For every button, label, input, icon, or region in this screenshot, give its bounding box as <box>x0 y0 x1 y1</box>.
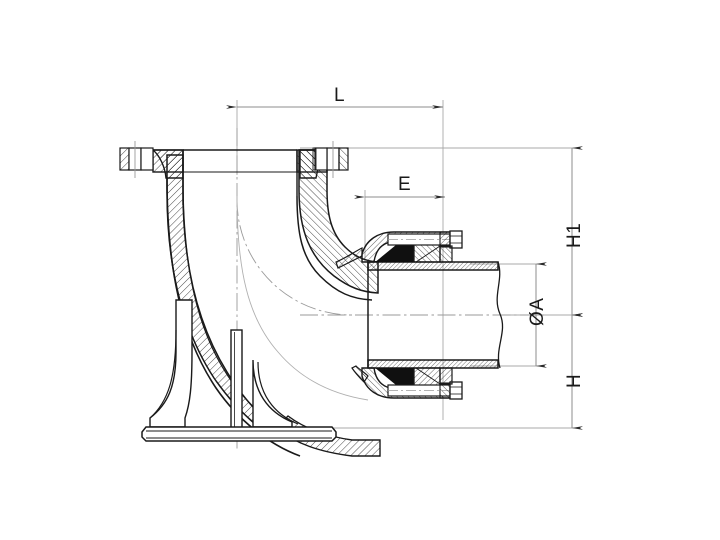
dimension-lines <box>226 105 583 430</box>
upper-bolt-nut <box>439 231 451 248</box>
base-plate <box>141 426 337 442</box>
upper-gland-follower <box>413 243 441 263</box>
horizontal-pipe-lower-wall <box>367 359 499 369</box>
dim-label-E: E <box>398 174 412 195</box>
flange-bolt-centerlines <box>134 141 334 178</box>
horizontal-pipe-upper-wall <box>367 261 499 271</box>
top-flange-right-tab <box>338 147 349 171</box>
support-right-leg <box>252 359 293 428</box>
top-flange-left-tab <box>119 147 130 171</box>
top-flange-right-tab-hatch <box>312 147 317 171</box>
support-right-leg-inner <box>257 361 299 425</box>
top-flange-left-slab <box>152 149 184 173</box>
dim-label-phi-a: ØA <box>527 297 548 326</box>
upper-seal-lip <box>335 247 363 269</box>
support-left-leg <box>149 299 193 428</box>
elbow-throat-contour <box>296 195 373 301</box>
pipe-break-line <box>496 261 504 369</box>
dim-label-h: H <box>564 373 585 388</box>
top-flange-right-bolt-hole <box>314 147 328 171</box>
dim-label-L: L <box>334 85 346 106</box>
lower-gland-follower <box>413 367 441 387</box>
lower-gland-follower-bevel <box>415 367 441 385</box>
centerlines <box>236 128 545 452</box>
support-left-leg-inner <box>149 329 177 419</box>
lower-bolt-nut <box>439 382 451 399</box>
upper-gland-follower-bevel <box>415 245 441 263</box>
lower-gland-lip <box>439 367 453 385</box>
lower-seal-lip <box>351 365 369 383</box>
top-flange-left-tab-outer <box>140 147 154 171</box>
dim-label-h1: H1 <box>564 222 585 248</box>
support-web-rib <box>230 329 243 429</box>
centerline-elbow-arc <box>236 199 353 316</box>
upper-gland-lip <box>439 245 453 263</box>
elbow-hidden-passage-contour <box>236 195 369 401</box>
